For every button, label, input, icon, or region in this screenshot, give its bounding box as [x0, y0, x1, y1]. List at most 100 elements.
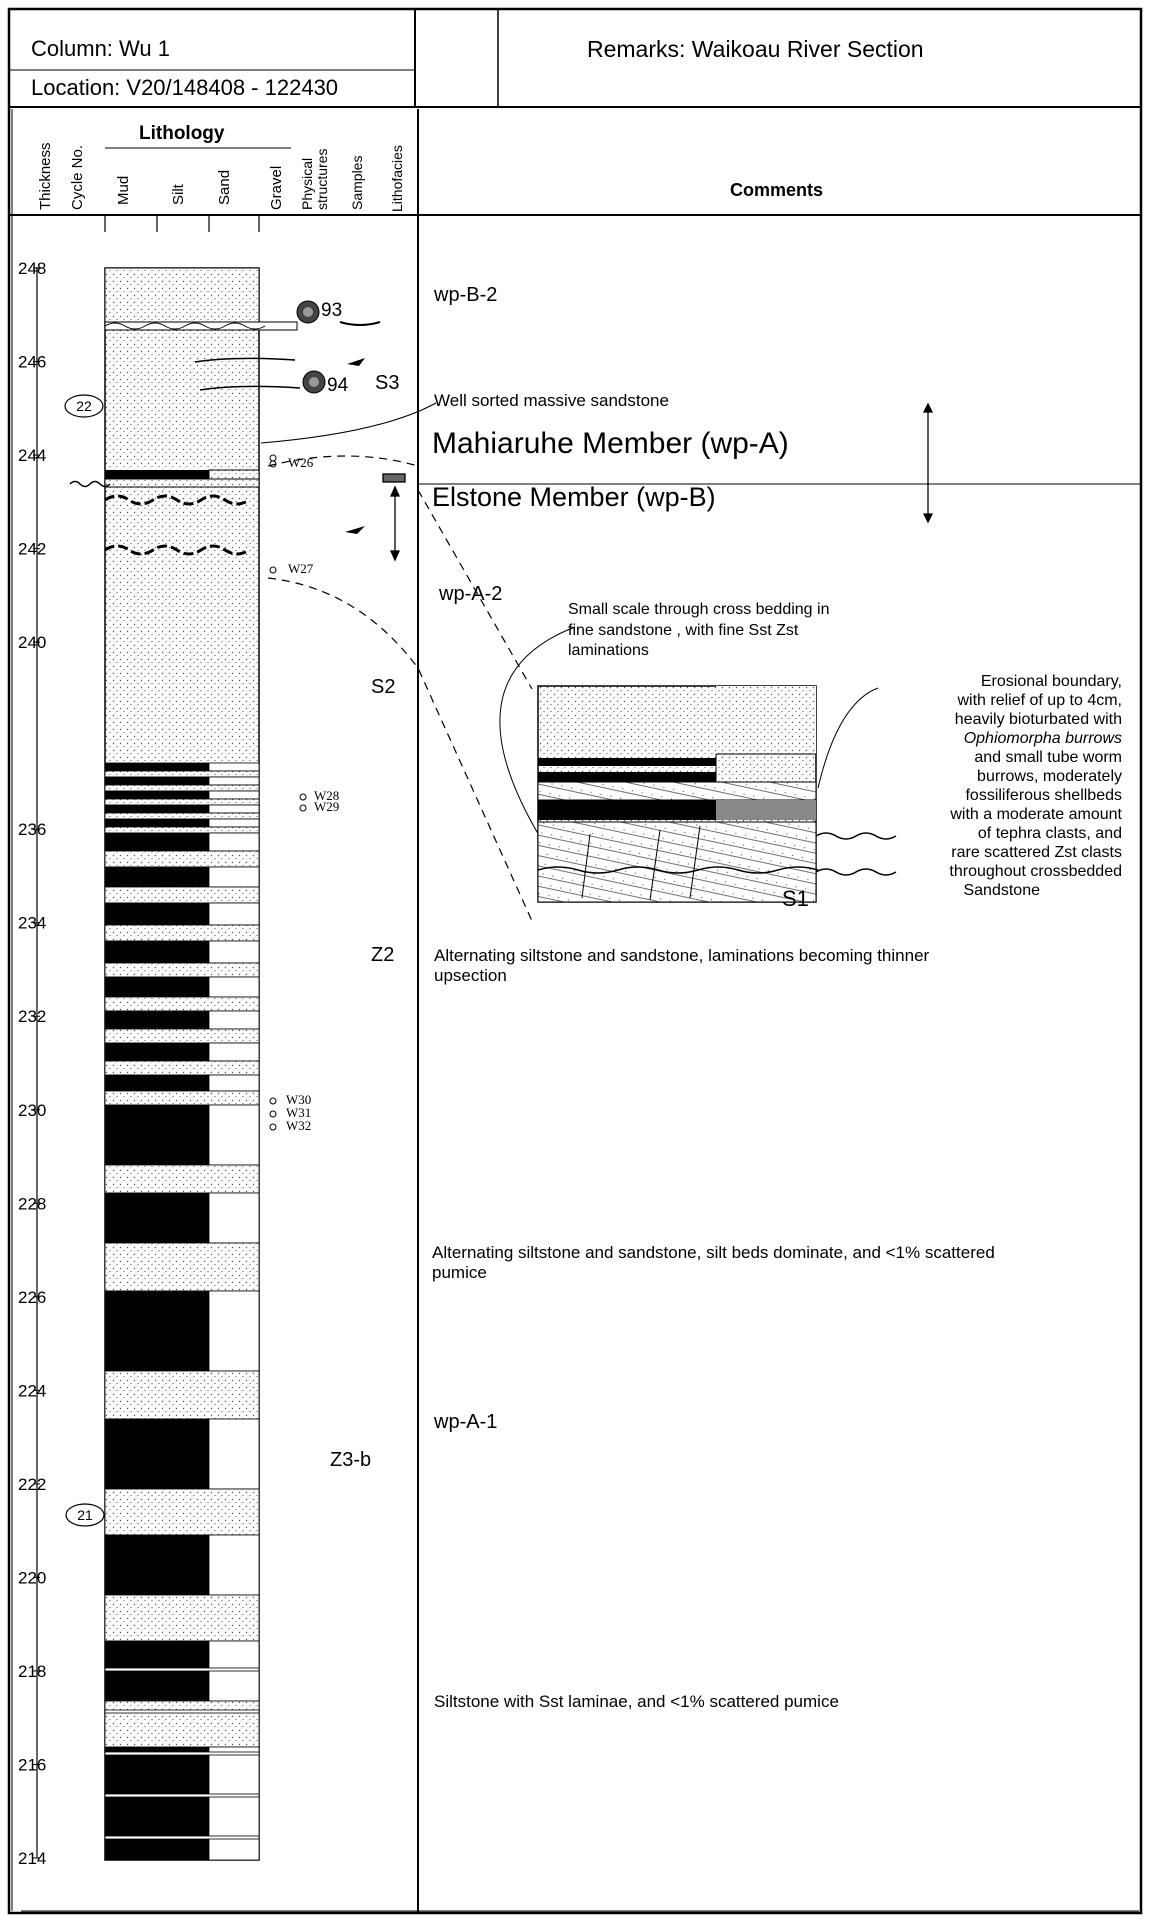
silt-bed [104, 776, 210, 786]
sample-w26: W26 [269, 454, 314, 470]
comment-wp-b-2: wp-B-2 [433, 284, 497, 306]
sand-gap [208, 902, 260, 926]
siltstone-lower [104, 1746, 210, 1861]
svg-text:heavily bioturbated with: heavily bioturbated with [955, 711, 1122, 728]
depth-label: 220 [18, 1568, 46, 1587]
sand-bed [104, 1060, 260, 1076]
sand-gap-lower [208, 1746, 260, 1861]
svg-text:21: 21 [77, 1507, 93, 1523]
comment-cross-bedding-2: fine sandstone , with fine Sst Zst [568, 622, 799, 639]
svg-text:with a moderate amount: with a moderate amount [949, 806, 1122, 823]
comment-well-sorted: Well sorted massive sandstone [434, 391, 669, 410]
column-title: Column: Wu 1 [31, 36, 170, 61]
physical-structure-arrow [382, 473, 406, 562]
comment-mahiaruhe-member: Mahiaruhe Member (wp-A) [432, 427, 789, 460]
sst-lamina [104, 1835, 260, 1840]
silt-bed [104, 818, 210, 828]
sand-bed [104, 812, 260, 820]
sand-bed [104, 1594, 260, 1642]
mud-header: Mud [115, 176, 132, 205]
svg-text:Erosional boundary,: Erosional boundary, [981, 673, 1122, 690]
lens-1 [194, 357, 296, 363]
lens-3 [347, 358, 365, 366]
depth-label: 248 [18, 259, 46, 278]
svg-text:W31: W31 [286, 1105, 311, 1120]
sst-lamina [104, 1667, 260, 1672]
leader-lines [260, 402, 879, 838]
sand-lamina [208, 804, 260, 814]
remarks-title: Remarks: Waikoau River Section [587, 36, 924, 62]
sand-bed [104, 798, 260, 806]
depth-label: 240 [18, 633, 46, 652]
lithology-ticks [104, 215, 260, 232]
location-title: Location: V20/148408 - 122430 [31, 75, 338, 100]
sand-bed [104, 850, 260, 868]
sample-w32: W32 [269, 1118, 311, 1133]
lithology-header: Lithology [139, 123, 225, 144]
silt-bed [104, 832, 210, 852]
svg-text:W28: W28 [314, 788, 339, 803]
lithofacies-s1: S1 [782, 886, 809, 911]
depth-label: 222 [18, 1475, 46, 1494]
sst-lamina [104, 1709, 260, 1714]
sand-bed [104, 962, 260, 978]
silt-bed [104, 940, 210, 964]
thickness-header: Thickness [37, 142, 54, 210]
sand-bed [104, 1700, 260, 1748]
comment-siltstone-sst: Siltstone with Sst laminae, and <1% scat… [434, 1692, 839, 1711]
silt-bed [104, 866, 210, 888]
silt-bed [104, 1010, 210, 1030]
svg-text:22: 22 [76, 398, 92, 414]
comment-alternating-2-line1: Alternating siltstone and sandstone, sil… [432, 1243, 995, 1262]
svg-text:93: 93 [321, 300, 342, 321]
depth-label: 242 [18, 540, 46, 559]
svg-text:W27: W27 [288, 561, 314, 576]
sand-lamina [208, 776, 260, 786]
sand-gap [208, 1192, 260, 1244]
depth-label: 244 [18, 446, 46, 465]
comment-cross-bedding-3: laminations [568, 642, 649, 659]
lithofacies-s3: S3 [375, 372, 399, 394]
comment-cross-bedding-1: Small scale through cross bedding in [568, 601, 829, 618]
lithofacies-z2: Z2 [371, 944, 394, 966]
depth-label: 228 [18, 1194, 46, 1213]
svg-text:W30: W30 [286, 1092, 311, 1107]
comment-elstone-member: Elstone Member (wp-B) [432, 482, 716, 512]
silt-bed [104, 1104, 210, 1166]
svg-text:throughout crossbedded: throughout crossbedded [949, 863, 1122, 880]
depth-label: 246 [18, 353, 46, 372]
sand-bed [104, 784, 260, 792]
depth-label: 218 [18, 1662, 46, 1681]
physical-header-line1: Physical [299, 158, 315, 210]
sand-lamina [208, 762, 260, 772]
svg-text:Ophiomorpha burrows: Ophiomorpha burrows [964, 730, 1122, 747]
svg-text:W32: W32 [286, 1118, 311, 1133]
sst-lamina [104, 1793, 260, 1798]
sst-lamina [104, 1751, 260, 1756]
silt-bed [104, 804, 210, 814]
sand-lamina [208, 790, 260, 800]
lithofacies-z3b: Z3-b [330, 1449, 371, 1471]
sand-bed [104, 1370, 260, 1420]
sand-gap [208, 866, 260, 888]
alternating-beds [104, 762, 260, 1861]
dashed-connectors [267, 455, 533, 922]
sand-gap [208, 940, 260, 964]
svg-text:and small tube worm: and small tube worm [974, 749, 1122, 766]
svg-text:Sandstone: Sandstone [963, 882, 1040, 899]
cycle-marker-21: 21 [65, 1503, 105, 1527]
depth-label: 236 [18, 820, 46, 839]
svg-text:W29: W29 [314, 799, 339, 814]
comment-alternating-2-line2: pumice [432, 1263, 487, 1282]
svg-text:burrows, moderately: burrows, moderately [977, 768, 1122, 785]
sand-bed [104, 770, 260, 778]
sand-bed [104, 996, 260, 1012]
lithofacies-header: Lithofacies [389, 145, 405, 212]
member-boundary-arrow [922, 402, 934, 524]
depth-label: 216 [18, 1755, 46, 1774]
svg-text:94: 94 [327, 375, 349, 396]
cycle-no-header: Cycle No. [69, 145, 86, 210]
sand-lamina [208, 818, 260, 828]
silt-bed [104, 1192, 210, 1244]
svg-text:of tephra clasts, and: of tephra clasts, and [978, 825, 1122, 842]
